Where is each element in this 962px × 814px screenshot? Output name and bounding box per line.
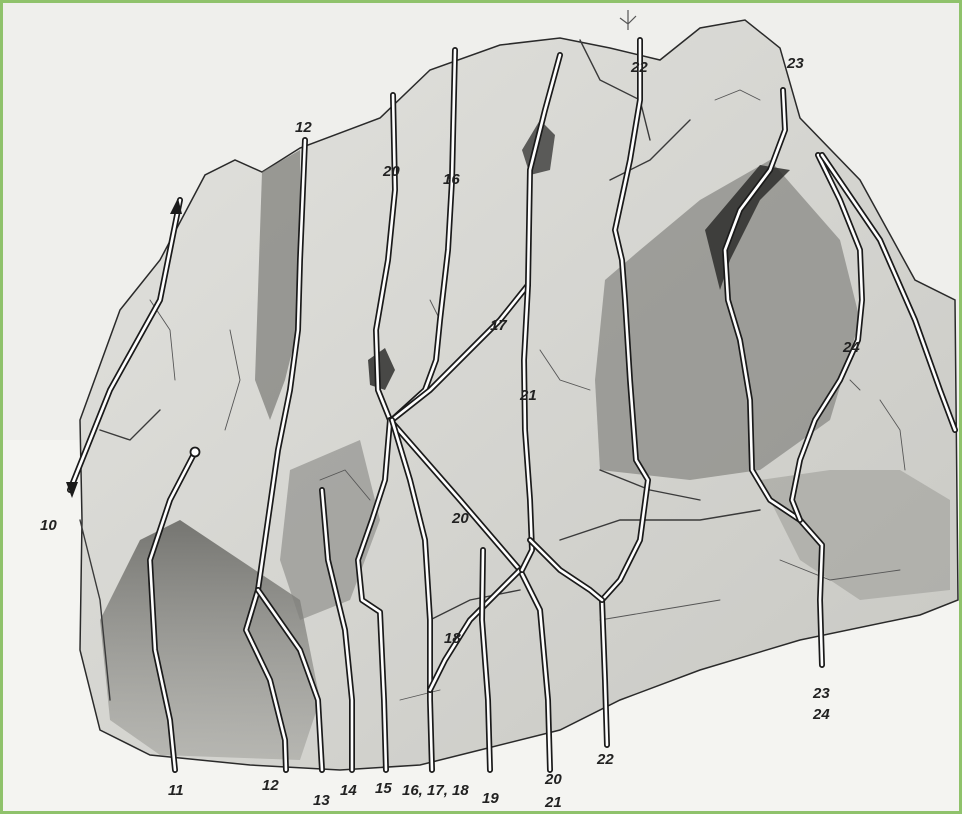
label-21-mid: 21	[519, 387, 537, 404]
label-23-bottom: 23	[812, 685, 830, 702]
label-20-top: 20	[382, 163, 400, 180]
label-23-top: 23	[786, 55, 804, 72]
label-19: 19	[482, 790, 499, 807]
label-13: 13	[313, 792, 330, 809]
label-21-bottom: 21	[544, 794, 562, 811]
label-11: 11	[168, 782, 184, 799]
twig-icon	[620, 10, 636, 30]
label-14: 14	[340, 782, 357, 799]
label-22-top: 22	[630, 59, 648, 76]
label-16-top: 16	[443, 171, 460, 188]
label-20-mid: 20	[451, 510, 469, 527]
label-20-bottom: 20	[544, 771, 562, 788]
label-18: 18	[444, 630, 461, 647]
label-15: 15	[375, 780, 392, 797]
label-17: 17	[490, 317, 507, 334]
label-24-bottom: 24	[812, 706, 830, 723]
label-22-bottom: 22	[596, 751, 614, 768]
label-10: 10	[40, 517, 57, 534]
ring-icon	[191, 448, 200, 457]
label-12-bottom: 12	[262, 777, 279, 794]
label-24-mid: 24	[842, 339, 860, 356]
label-16-17-18: 16, 17, 18	[402, 782, 469, 799]
label-12-top: 12	[295, 119, 312, 136]
